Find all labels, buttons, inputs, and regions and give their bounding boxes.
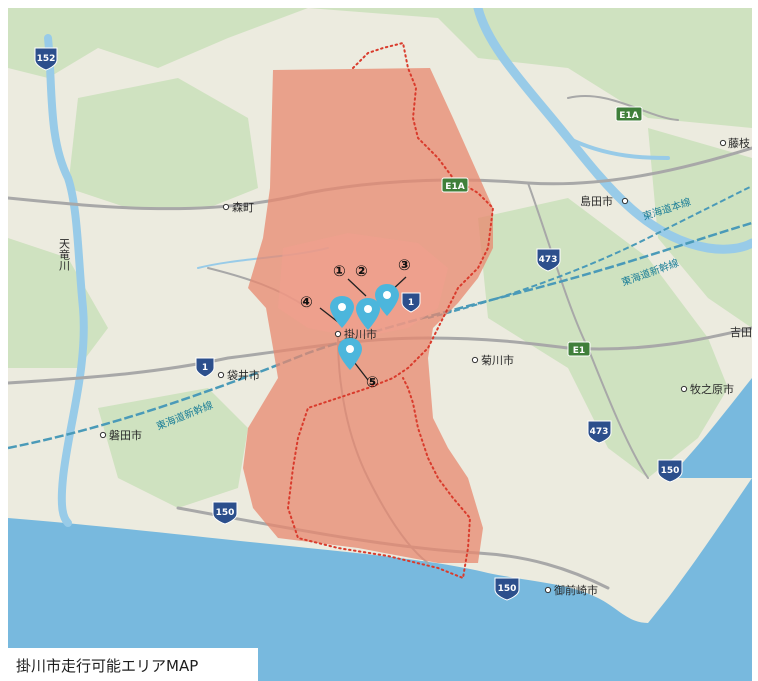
city-label-mori: 森町	[232, 200, 254, 214]
marker-pin-4[interactable]	[330, 296, 354, 328]
shield-150-west: 150	[212, 501, 238, 525]
city-label-omaezaki: 御前崎市	[554, 583, 598, 597]
rail-honsen	[427, 185, 752, 319]
marker-pin-5[interactable]	[338, 338, 362, 370]
shield-e1a-center: E1A	[441, 177, 469, 193]
svg-text:E1A: E1A	[445, 182, 464, 192]
marker-number-1: ①	[333, 262, 346, 280]
city-mori: 森町	[222, 200, 254, 214]
svg-text:E1A: E1A	[619, 111, 638, 121]
city-fukuroi: 袋井市	[217, 368, 260, 382]
svg-text:1: 1	[408, 298, 414, 308]
city-label-iwata: 磐田市	[109, 428, 142, 442]
city-label-yoshida: 吉田	[730, 326, 752, 339]
shield-473-south: 473	[587, 420, 612, 444]
city-label-kakegawa: 掛川市	[344, 327, 377, 341]
svg-text:E1: E1	[573, 346, 585, 356]
marker-pin-3[interactable]	[375, 284, 399, 316]
city-label-makinohara: 牧之原市	[690, 382, 734, 396]
city-kakegawa: 掛川市	[334, 327, 377, 341]
city-border	[286, 41, 495, 580]
marker-numbers: ① ② ③ ④ ⑤	[300, 256, 411, 391]
city-label-shimada: 島田市	[580, 194, 613, 208]
svg-text:473: 473	[590, 427, 609, 437]
forest-areas	[8, 8, 752, 508]
city-label-fukuroi: 袋井市	[227, 368, 260, 382]
city-label-fujieda: 藤枝	[728, 136, 750, 150]
shield-e1: E1	[567, 341, 591, 357]
city-makinohara: 牧之原市	[680, 382, 734, 396]
coast-pacific	[668, 378, 752, 478]
marker-pin-2[interactable]	[356, 298, 380, 330]
shield-150-south: 150	[494, 577, 520, 601]
svg-text:150: 150	[661, 466, 680, 476]
sea	[8, 478, 752, 681]
shield-1-east: 1	[401, 292, 421, 313]
shield-1-west: 1	[195, 357, 215, 378]
route-shields: 152 1 1 E1A E1A E1 473 473	[34, 47, 683, 601]
marker-number-2: ②	[355, 262, 368, 280]
area-map: 森町 掛川市 菊川市 袋井市 磐田市 島田市 牧之原市 御前崎市	[8, 8, 752, 681]
river-label-tenryu: 天竜川	[58, 238, 71, 271]
marker-number-5: ⑤	[366, 373, 379, 391]
svg-text:152: 152	[37, 54, 56, 64]
shield-473-north: 473	[536, 248, 561, 272]
city-kikugawa: 菊川市	[471, 353, 514, 367]
city-omaezaki: 御前崎市	[544, 583, 598, 597]
svg-text:150: 150	[216, 508, 235, 518]
svg-text:150: 150	[498, 584, 517, 594]
city-fujieda: 藤枝	[719, 136, 750, 150]
shield-150-east: 150	[657, 459, 683, 483]
marker-number-3: ③	[398, 256, 411, 274]
shield-152: 152	[34, 47, 58, 71]
city-shimada: 島田市	[580, 194, 629, 208]
shield-e1a-north: E1A	[615, 106, 643, 122]
city-iwata: 磐田市	[99, 428, 142, 442]
marker-number-4: ④	[300, 293, 313, 311]
svg-text:1: 1	[202, 363, 208, 373]
city-labels: 森町 掛川市 菊川市 袋井市 磐田市 島田市 牧之原市 御前崎市	[99, 136, 752, 597]
map-caption: 掛川市走行可能エリアMAP	[8, 648, 258, 681]
kakegawa-core	[278, 233, 448, 338]
svg-text:473: 473	[539, 255, 558, 265]
city-label-kikugawa: 菊川市	[481, 353, 514, 367]
location-markers[interactable]	[330, 284, 399, 370]
